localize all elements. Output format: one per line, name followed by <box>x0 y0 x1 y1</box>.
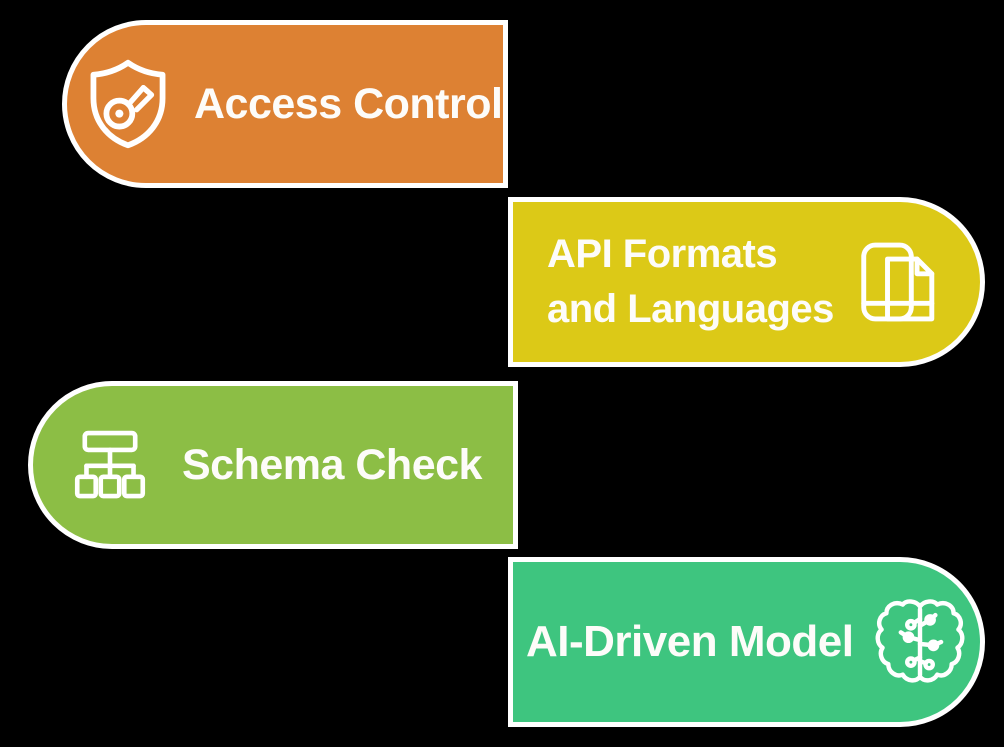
card-label-line1: API Formats <box>547 231 778 276</box>
card-label-line2: and Languages <box>547 287 834 331</box>
brain-circuit-icon <box>872 592 968 692</box>
card-label: Access Control <box>194 79 503 128</box>
document-pages-icon <box>858 235 940 329</box>
card-label: AI-Driven Model <box>526 617 854 666</box>
hierarchy-icon <box>68 423 152 507</box>
shield-key-icon <box>80 55 176 153</box>
card-api-formats: API Formats and Languages <box>508 197 985 367</box>
card-label-lines: API Formats and Languages <box>547 227 834 337</box>
card-ai-driven-model: AI-Driven Model <box>508 557 985 727</box>
card-access-control: Access Control <box>62 20 508 188</box>
card-schema-check: Schema Check <box>28 381 518 549</box>
card-label: Schema Check <box>182 440 482 489</box>
